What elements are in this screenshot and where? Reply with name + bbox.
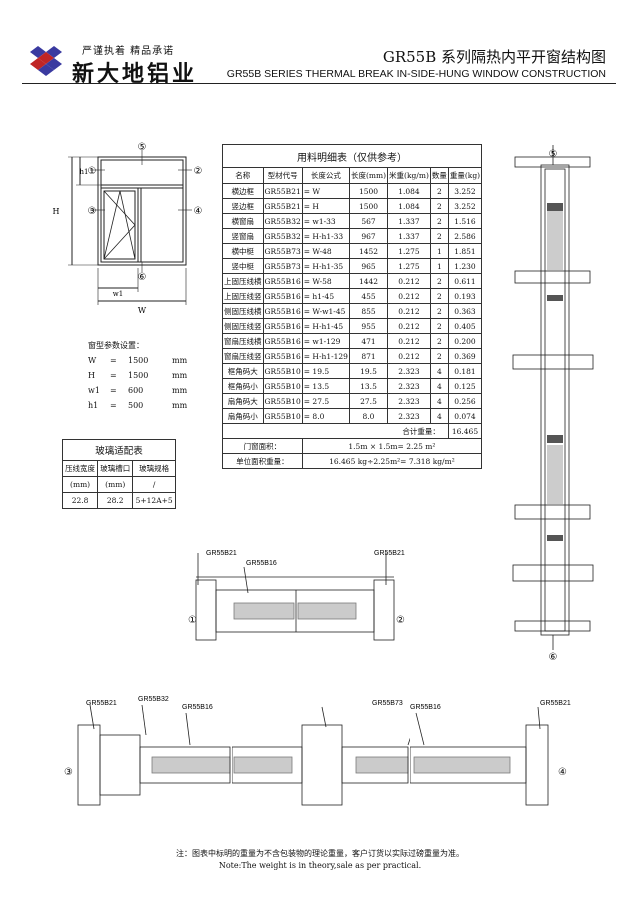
- profile-label: GR55B21: [86, 700, 117, 707]
- profile-label: GR55B21: [540, 700, 571, 707]
- page-title: GR55B 系列隔热内平开窗结构图: [382, 48, 606, 66]
- profile-label: GR55B21: [206, 550, 237, 557]
- section-marker-2: ②: [194, 166, 203, 177]
- dim-w1: w1: [113, 290, 123, 298]
- section-marker-4: ④: [558, 767, 567, 778]
- glass-table-title: 玻璃适配表: [62, 439, 176, 461]
- total-weight: 16.465: [447, 423, 483, 439]
- company-logo-icon: [30, 46, 62, 76]
- section-marker-1: ①: [188, 615, 197, 626]
- material-table: 用料明细表（仅供参考） 名称 型材代号 长度公式 长度(mm) 米重(kg/m)…: [221, 144, 483, 469]
- horizontal-section-5: ④ GR55B16 GR55B21: [410, 700, 571, 806]
- horizontal-section-4: GR55B73: [232, 700, 410, 806]
- section-marker-3: ③: [88, 206, 97, 217]
- section-marker-5: ⑤: [138, 142, 147, 153]
- dim-W: W: [138, 306, 147, 315]
- profile-label: GR55B73: [372, 700, 403, 707]
- horizontal-section-3: ③ GR55B21 GR55B32 GR55B16: [64, 696, 231, 806]
- section-marker-3: ③: [64, 767, 73, 778]
- profile-label: GR55B32: [138, 696, 169, 703]
- params-title: 窗型参数设置：: [88, 341, 144, 350]
- footer-note: 注：图表中标明的重量为不含包装物的理论重量，客户订货以实际过磅重量为准。 Not…: [0, 848, 640, 872]
- header-divider: [22, 83, 616, 84]
- page-subtitle: GR55B SERIES THERMAL BREAK IN-SIDE-HUNG …: [226, 68, 606, 80]
- section-marker-1: ①: [88, 166, 97, 177]
- dim-H: H: [53, 207, 60, 216]
- unit-weight: 16.465 kg÷2.25m²= 7.318 kg/m²: [301, 453, 483, 469]
- footer-note-en: Note:The weight is in theory,sale as per…: [218, 861, 422, 870]
- company-name: 新大地铝业: [72, 61, 198, 87]
- company-slogan: 严谨执着 精品承诺: [82, 46, 175, 57]
- horizontal-section-2: ② GR55B21: [296, 550, 405, 641]
- section-marker-6: ⑥: [549, 652, 558, 663]
- profile-label: GR55B16: [246, 560, 277, 567]
- profile-label: GR55B16: [182, 704, 213, 711]
- section-marker-6: ⑥: [138, 272, 147, 283]
- horizontal-section-1: ① GR55B21 GR55B16: [188, 550, 296, 641]
- footer-note-cn: 注：图表中标明的重量为不含包装物的理论重量，客户订货以实际过磅重量为准。: [176, 849, 464, 858]
- vertical-section-drawing: ⑤ ⑥: [512, 145, 594, 663]
- section-marker-5: ⑤: [549, 149, 558, 160]
- profile-label: GR55B16: [410, 704, 441, 711]
- window-area: 1.5m × 1.5m= 2.25 m²: [301, 438, 483, 454]
- section-marker-4: ④: [194, 206, 203, 217]
- dim-h1: h1: [80, 168, 89, 176]
- section-marker-2: ②: [396, 615, 405, 626]
- material-table-title: 用料明细表（仅供参考）: [221, 144, 483, 168]
- profile-label: GR55B21: [374, 550, 405, 557]
- window-elevation-drawing: ① ② ③ ④ ⑤ ⑥ H W h1 w1: [53, 142, 203, 315]
